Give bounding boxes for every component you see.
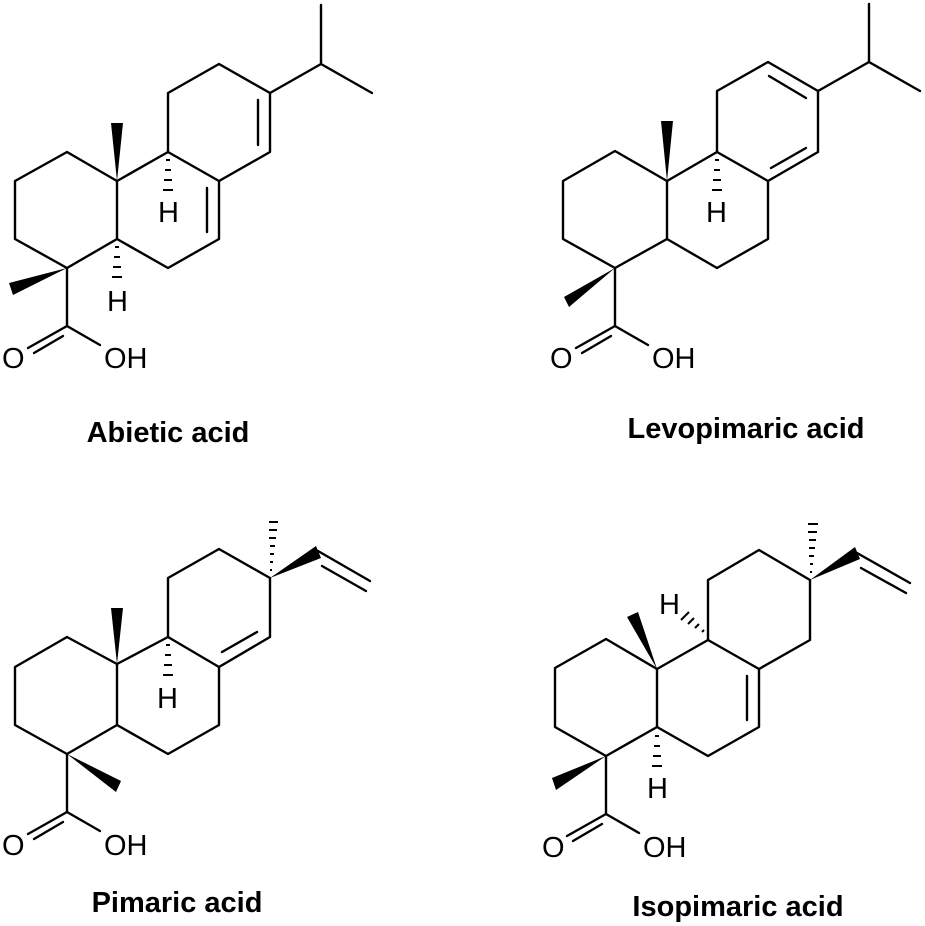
hydrogen-atom: H xyxy=(706,197,727,229)
isopimaric-acid-structure: O OH H H xyxy=(542,523,912,864)
compound-label: Isopimaric acid xyxy=(632,891,843,923)
pimaric-acid-structure: O OH H xyxy=(2,521,372,862)
oxygen-atom: O xyxy=(2,830,25,862)
hashed-bond xyxy=(112,246,122,278)
hashed-bond xyxy=(680,611,705,633)
hydroxyl-group: OH xyxy=(104,830,148,862)
oxygen-atom: O xyxy=(550,343,573,375)
hashed-bond xyxy=(269,521,278,571)
hydroxyl-group: OH xyxy=(652,343,696,375)
hydrogen-atom: H xyxy=(647,773,668,805)
hydroxyl-group: OH xyxy=(643,832,687,864)
hashed-bond xyxy=(163,159,173,191)
oxygen-atom: O xyxy=(2,343,25,375)
hydrogen-atom: H xyxy=(157,683,178,715)
hashed-bond xyxy=(652,735,662,767)
hydrogen-atom: H xyxy=(107,286,128,318)
abietic-acid-structure: O OH H H xyxy=(2,3,374,375)
levopimaric-acid-structure: O OH H xyxy=(550,2,922,375)
hydrogen-atom: H xyxy=(158,197,179,229)
compound-label: Levopimaric acid xyxy=(628,413,865,445)
hydrogen-atom: H xyxy=(659,589,680,621)
hashed-bond xyxy=(808,523,818,573)
compound-label: Abietic acid xyxy=(87,417,250,449)
hashed-bond xyxy=(163,644,173,676)
hydroxyl-group: OH xyxy=(104,343,148,375)
hashed-bond xyxy=(712,159,722,191)
oxygen-atom: O xyxy=(542,832,565,864)
compound-label: Pimaric acid xyxy=(92,887,263,919)
